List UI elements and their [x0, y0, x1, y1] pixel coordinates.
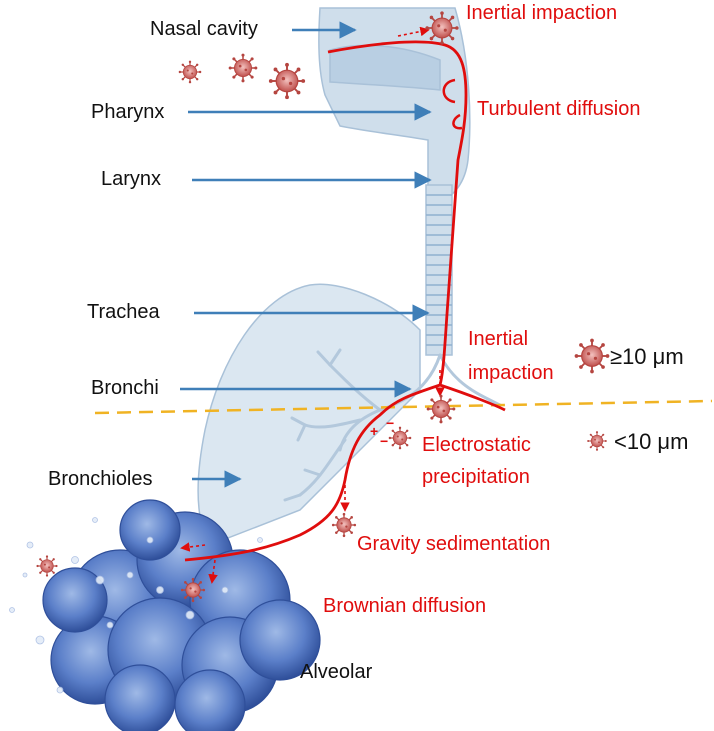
size-small-label: <10 μm: [614, 429, 689, 454]
turbulence-loop: [442, 78, 463, 130]
anatomy-pointer-arrows: [180, 21, 432, 488]
alveolar-label: Alveolar: [300, 661, 373, 683]
nasal-cavity-label: Nasal cavity: [150, 18, 258, 40]
size-threshold-line: [94, 399, 713, 415]
gravity-sedimentation-label: Gravity sedimentation: [357, 533, 551, 555]
size-large-label: ≥10 μm: [610, 344, 684, 369]
trachea-shape: [425, 184, 453, 356]
trachea-label: Trachea: [87, 301, 160, 323]
head-silhouette: [318, 7, 471, 201]
bronchioles-label: Bronchioles: [48, 468, 153, 490]
bronchial-tree: [283, 348, 502, 502]
svg-text:−: −: [386, 415, 394, 431]
charge-symbols: +− −: [370, 415, 394, 449]
svg-text:−: −: [380, 433, 388, 449]
inertial-impaction-lower-label-line1: Inertial: [468, 328, 529, 350]
inertial-impaction-upper-label: Inertial impaction: [466, 2, 618, 24]
svg-text:+: +: [370, 423, 378, 439]
deposition-arrows: [180, 26, 445, 584]
electrostatic-label-line2: precipitation: [422, 466, 530, 488]
turbulent-diffusion-label: Turbulent diffusion: [477, 98, 641, 120]
larynx-label: Larynx: [101, 168, 162, 190]
pharynx-label: Pharynx: [91, 101, 165, 123]
brownian-diffusion-label: Brownian diffusion: [323, 595, 487, 617]
bronchi-label: Bronchi: [91, 377, 159, 399]
alveoli-bubbles: [9, 517, 263, 694]
alveoli-cluster: [42, 499, 321, 731]
inertial-impaction-lower-label-line2: impaction: [468, 362, 554, 384]
electrostatic-label-line1: Electrostatic: [422, 434, 531, 456]
